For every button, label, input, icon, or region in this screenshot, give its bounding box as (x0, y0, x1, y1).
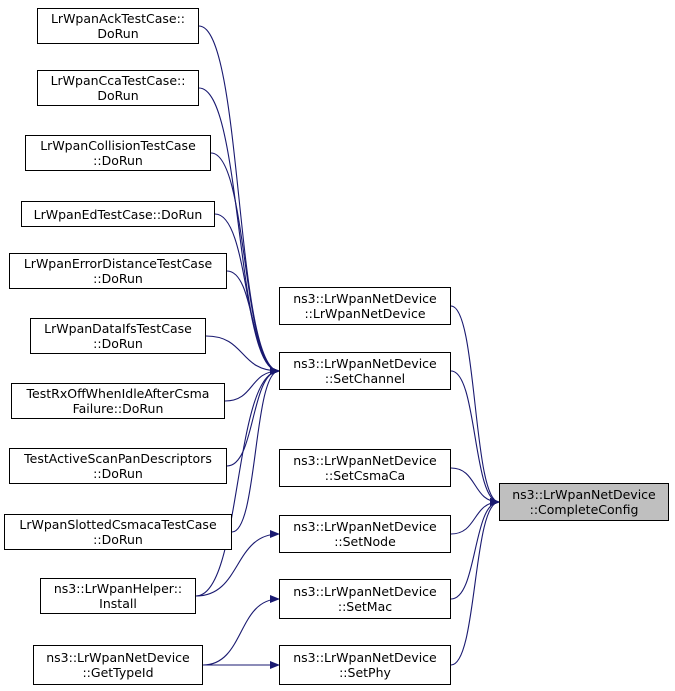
edge-rxoff-to-setchannel (224, 367, 280, 402)
node-label-line: TestActiveScanPanDescriptors (24, 451, 212, 466)
edge-helper-to-setnode (195, 530, 280, 597)
edge-cca-to-setchannel (198, 87, 280, 375)
edge-errdist-to-setchannel (226, 270, 280, 375)
node-label-line: ::SetChannel (324, 371, 406, 386)
node-label-line: ::SetCsmaCa (324, 468, 406, 483)
node-lrwpan-netdevice-setnode[interactable]: ns3::LrWpanNetDevice ::SetNode (279, 515, 451, 553)
edge-ack-to-setchannel (198, 25, 280, 375)
node-label-line: ::LrWpanNetDevice (304, 306, 426, 321)
node-label-line: ::DoRun (93, 466, 143, 481)
node-lrwpan-collision-testcase-dorun[interactable]: LrWpanCollisionTestCase ::DoRun (25, 135, 211, 171)
node-lrwpan-netdevice-setphy[interactable]: ns3::LrWpanNetDevice ::SetPhy (279, 645, 451, 685)
node-label-line: ::GetTypeId (82, 665, 154, 680)
node-lrwpan-ed-testcase-dorun[interactable]: LrWpanEdTestCase::DoRun (21, 201, 215, 227)
node-label-line: ns3::LrWpanNetDevice (293, 650, 437, 665)
node-lrwpan-ack-testcase-dorun[interactable]: LrWpanAckTestCase:: DoRun (37, 8, 199, 44)
node-lrwpan-netdevice-constructor[interactable]: ns3::LrWpanNetDevice ::LrWpanNetDevice (279, 287, 451, 325)
node-lrwpan-netdevice-gettypeid[interactable]: ns3::LrWpanNetDevice ::GetTypeId (33, 645, 203, 685)
edge-coll-to-setchannel (210, 152, 280, 375)
node-test-rx-off-when-idle-dorun[interactable]: TestRxOffWhenIdleAfterCsma Failure::DoRu… (11, 383, 225, 419)
node-label-line: ::DoRun (93, 153, 143, 168)
node-label-line: ::SetPhy (339, 665, 391, 680)
node-lrwpan-netdevice-completeconfig[interactable]: ns3::LrWpanNetDevice ::CompleteConfig (499, 483, 669, 521)
node-lrwpan-data-ifs-testcase-dorun[interactable]: LrWpanDataIfsTestCase ::DoRun (30, 318, 206, 354)
node-label-line: ns3::LrWpanNetDevice (293, 584, 437, 599)
node-lrwpan-slotted-csmaca-testcase-dorun[interactable]: LrWpanSlottedCsmacaTestCase ::DoRun (4, 514, 232, 550)
edge-ifs-to-setchannel (205, 335, 280, 375)
node-lrwpan-netdevice-setmac[interactable]: ns3::LrWpanNetDevice ::SetMac (279, 579, 451, 619)
edge-typeid-to-setmac (202, 595, 280, 666)
node-label-line: DoRun (97, 26, 139, 41)
node-label-line: ::DoRun (93, 532, 143, 547)
node-test-active-scan-pan-descriptors-dorun[interactable]: TestActiveScanPanDescriptors ::DoRun (9, 448, 227, 484)
node-lrwpan-helper-install[interactable]: ns3::LrWpanHelper:: Install (40, 578, 196, 614)
node-label-line: ns3::LrWpanNetDevice (46, 650, 190, 665)
node-lrwpan-cca-testcase-dorun[interactable]: LrWpanCcaTestCase:: DoRun (37, 70, 199, 106)
node-label-line: LrWpanCcaTestCase:: (50, 73, 186, 88)
node-label-line: LrWpanCollisionTestCase (40, 138, 196, 153)
node-label-line: LrWpanDataIfsTestCase (44, 321, 192, 336)
node-label-line: ns3::LrWpanNetDevice (293, 291, 437, 306)
node-label-line: Failure::DoRun (72, 401, 164, 416)
edge-setchannel-to-complete (450, 370, 500, 506)
node-label-line: ns3::LrWpanNetDevice (293, 519, 437, 534)
node-label-line: ns3::LrWpanNetDevice (293, 356, 437, 371)
node-label-line: ::DoRun (93, 271, 143, 286)
node-label-line: Install (99, 596, 137, 611)
node-label-line: LrWpanAckTestCase:: (50, 11, 186, 26)
node-label-line: ns3::LrWpanNetDevice (293, 453, 437, 468)
edge-helper-to-setchannel (195, 367, 280, 597)
node-lrwpan-netdevice-setcsmaca[interactable]: ns3::LrWpanNetDevice ::SetCsmaCa (279, 449, 451, 487)
node-label-line: ::CompleteConfig (529, 502, 639, 517)
node-label-line: ::DoRun (93, 336, 143, 351)
node-label-line: ::SetNode (334, 534, 396, 549)
edge-setphy-to-complete (450, 498, 500, 666)
node-label-line: ns3::LrWpanHelper:: (53, 581, 183, 596)
node-lrwpan-error-distance-testcase-dorun[interactable]: LrWpanErrorDistanceTestCase ::DoRun (9, 253, 227, 289)
node-label-line: DoRun (97, 88, 139, 103)
edge-ed-to-setchannel (214, 213, 280, 375)
node-lrwpan-netdevice-setchannel[interactable]: ns3::LrWpanNetDevice ::SetChannel (279, 352, 451, 390)
node-label-line: LrWpanEdTestCase::DoRun (33, 206, 203, 222)
node-label-line: LrWpanSlottedCsmacaTestCase (19, 517, 217, 532)
edge-slotted-to-setchannel (231, 367, 280, 533)
node-label-line: ::SetMac (337, 599, 393, 614)
node-label-line: TestRxOffWhenIdleAfterCsma (26, 386, 210, 401)
node-label-line: ns3::LrWpanNetDevice (512, 487, 656, 502)
node-label-line: LrWpanErrorDistanceTestCase (23, 256, 213, 271)
edge-ctor-to-complete (450, 305, 500, 506)
